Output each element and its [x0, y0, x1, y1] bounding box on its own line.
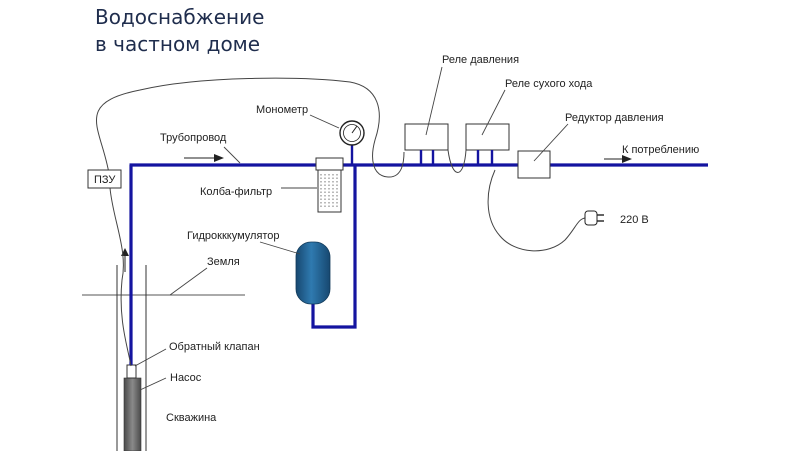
- flow-arrow-pipeline: [184, 154, 224, 162]
- pressure-reducer-label: Редуктор давления: [565, 112, 664, 124]
- ground-leader: [169, 267, 208, 296]
- flow-arrow-consumer: [604, 155, 632, 163]
- filter-label: Колба-фильтр: [200, 186, 272, 198]
- pipeline-label: Трубопровод: [160, 132, 227, 144]
- pressure-relay-label: Реле давления: [442, 54, 519, 66]
- pressure-reducer-leader: [533, 123, 569, 162]
- pzu-label: ПЗУ: [94, 174, 116, 186]
- pressure-relay: [404, 123, 449, 165]
- consumer-label: К потреблению: [622, 144, 699, 156]
- pzu-box: [87, 169, 122, 189]
- power-cable: [487, 169, 587, 252]
- hydraulic-accumulator: [295, 241, 331, 305]
- voltage-label: 220 В: [620, 214, 649, 226]
- pipeline-leader: [223, 146, 241, 164]
- pump-leader: [139, 377, 167, 391]
- pump: [123, 377, 142, 451]
- dry-run-relay-label: Реле сухого хода: [505, 78, 593, 90]
- manometer: [339, 120, 365, 165]
- relay-link-wire: [447, 149, 467, 173]
- cable-drop-to-well: [109, 187, 132, 367]
- well-label: Скважина: [166, 412, 217, 424]
- dry-run-relay: [465, 123, 510, 165]
- check-valve: [126, 364, 137, 379]
- dry-run-relay-leader: [481, 89, 506, 136]
- manometer-label: Монометр: [256, 104, 308, 116]
- power-plug-icon: [584, 210, 604, 226]
- manometer-leader: [309, 114, 340, 129]
- ground-label: Земля: [207, 256, 240, 268]
- accumulator-label: Гидрокккумулятор: [187, 230, 280, 242]
- title-line-2: в частном доме: [95, 32, 260, 56]
- title-line-1: Водоснабжение: [95, 5, 264, 29]
- pressure-relay-leader: [425, 66, 443, 136]
- well-casing: [116, 265, 147, 451]
- pzu-control-cable: [96, 77, 405, 181]
- pressure-reducer: [517, 150, 551, 179]
- filter-flask: [315, 157, 344, 213]
- accumulator-leader: [259, 241, 301, 255]
- pump-label: Насос: [170, 372, 202, 384]
- check-valve-label: Обратный клапан: [169, 341, 260, 353]
- check-valve-leader: [134, 348, 167, 367]
- accumulator-branch-pipe: [311, 165, 357, 329]
